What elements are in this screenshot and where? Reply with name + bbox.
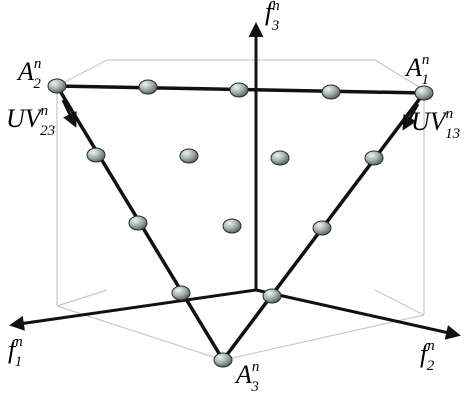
point-inner-3 [222, 218, 242, 234]
f2-axis [255, 288, 461, 340]
uv13-arrow [402, 103, 420, 131]
point-left-1 [86, 147, 106, 163]
point-top-1 [138, 79, 158, 95]
point-right-1 [364, 150, 384, 166]
point-top-2 [229, 82, 249, 98]
point-a2 [47, 78, 67, 94]
point-left-2 [128, 215, 148, 231]
point-inner-2 [270, 150, 290, 166]
solution-points [47, 78, 434, 368]
point-a3 [213, 352, 233, 368]
point-right-3 [262, 288, 282, 304]
point-right-2 [312, 220, 332, 236]
point-left-3 [171, 285, 191, 301]
uv23-arrow [61, 99, 77, 128]
f1-axis [9, 288, 257, 331]
point-inner-1 [179, 148, 199, 164]
axes [9, 22, 461, 340]
point-top-3 [321, 84, 341, 100]
point-a1 [414, 85, 434, 101]
